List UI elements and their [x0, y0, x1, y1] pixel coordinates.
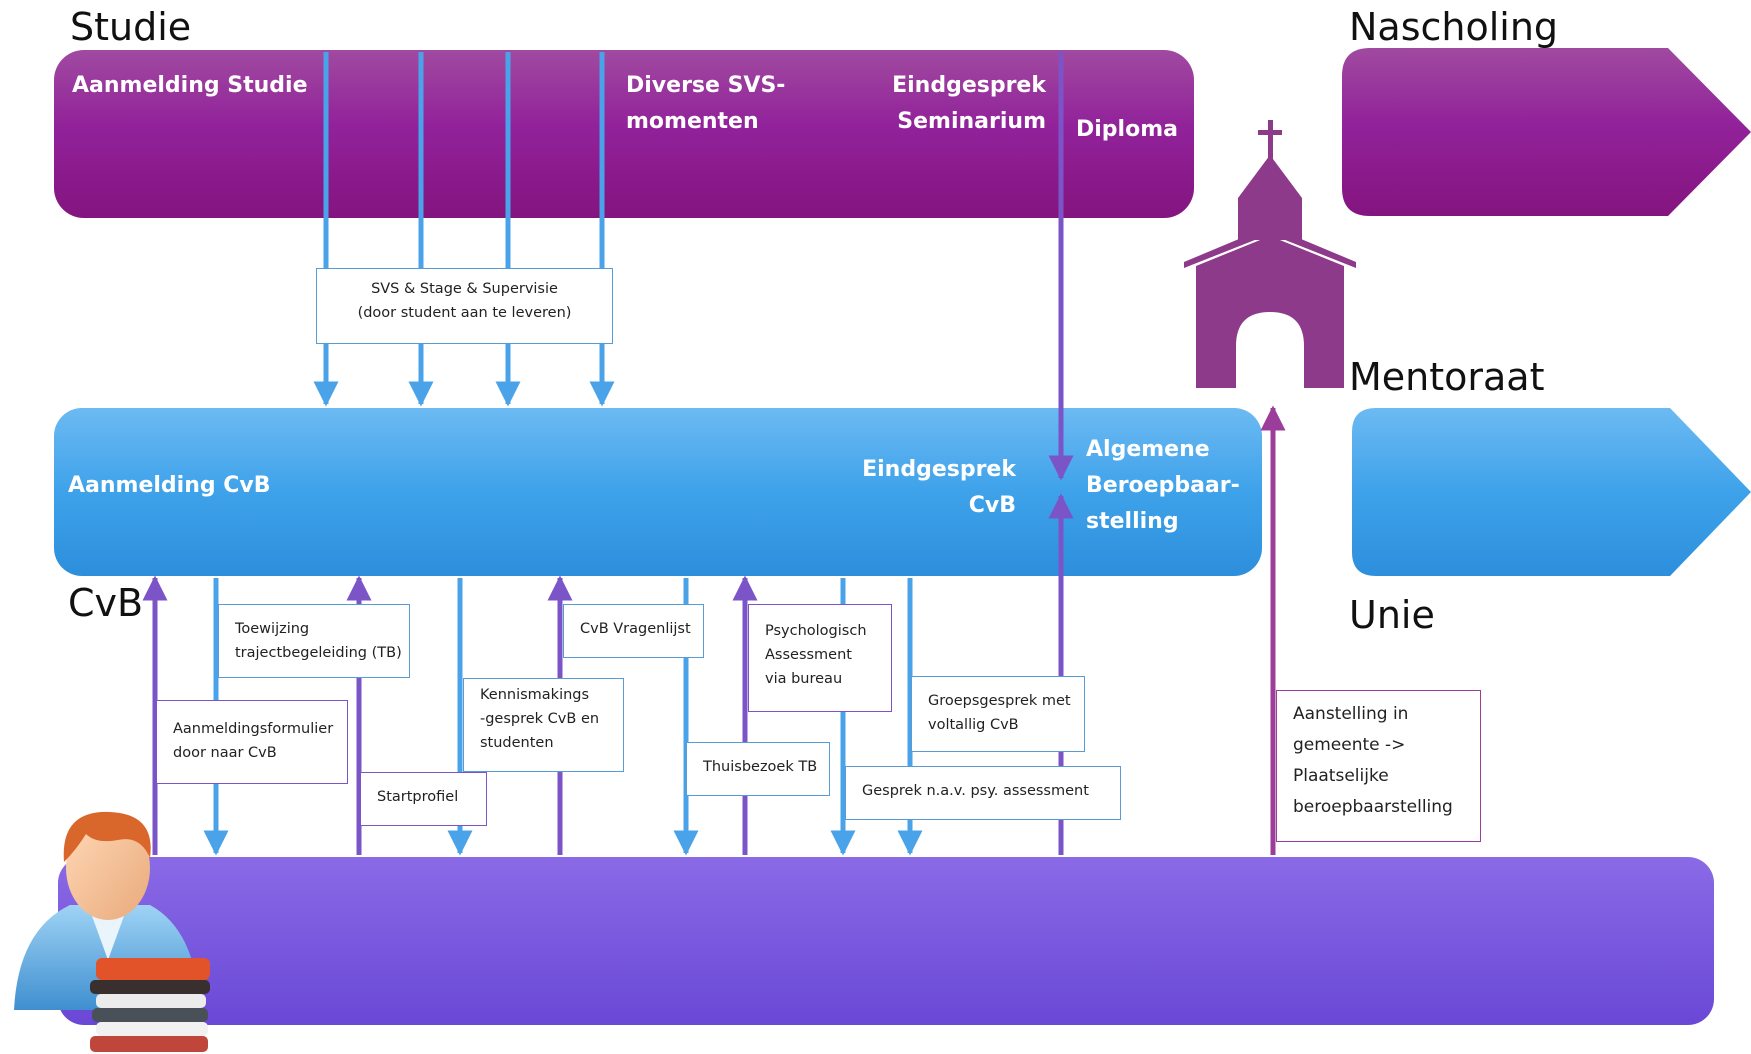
note-aanmeldingsformulier: Aanmeldingsformulier door naar CvB	[156, 700, 348, 784]
note-psych-line3: via bureau	[765, 671, 843, 687]
note-aanmeldingsformulier-line2: door naar CvB	[173, 745, 277, 761]
note-groepsgesprek: Groepsgesprek met voltallig CvB	[911, 676, 1085, 752]
algemene-line2: Beroepbaar-	[1086, 473, 1240, 498]
note-svs-line2: (door student aan te leveren)	[357, 305, 572, 321]
algemene-line1: Algemene	[1086, 437, 1210, 462]
note-aanstelling-line2: gemeente ->	[1293, 735, 1406, 755]
note-svs-line1: SVS & Stage & Supervisie	[371, 281, 558, 297]
note-kennismaking-line1: Kennismakings	[480, 687, 590, 703]
section-title-mentoraat: Mentoraat	[1349, 355, 1545, 399]
note-aanstelling-line3: Plaatselijke	[1293, 766, 1389, 786]
studie-band	[54, 50, 1194, 218]
note-kennismakingsgesprek: Kennismakings -gesprek CvB en studenten	[463, 678, 624, 772]
eindgesprek-seminarium-line1: Eindgesprek	[892, 73, 1046, 98]
section-title-cvb: CvB	[68, 581, 144, 625]
diploma-label: Diploma	[1076, 117, 1178, 142]
eindgesprek-cvb-line2: CvB	[968, 493, 1016, 518]
note-toewijzing-line2: trajectbegeleiding (TB)	[235, 645, 402, 661]
section-title-unie: Unie	[1349, 593, 1435, 637]
note-aanstelling-line1: Aanstelling in	[1293, 704, 1409, 724]
algemene-beroepbaarstelling-label: Algemene Beroepbaar- stelling	[1086, 432, 1240, 540]
note-psych-line2: Assessment	[765, 647, 852, 663]
note-thuisbezoek-text: Thuisbezoek TB	[703, 759, 818, 775]
student-band	[58, 857, 1714, 1025]
note-psychologisch-assessment: Psychologisch Assessment via bureau	[748, 604, 892, 712]
svs-arrows	[313, 52, 615, 407]
note-toewijzing: Toewijzing trajectbegeleiding (TB)	[218, 604, 410, 678]
note-kennismaking-line3: studenten	[480, 735, 554, 751]
note-toewijzing-line1: Toewijzing	[235, 621, 310, 637]
student-with-books-icon	[14, 811, 210, 1052]
eindgesprek-cvb-line1: Eindgesprek	[862, 457, 1016, 482]
section-title-nascholing: Nascholing	[1349, 5, 1559, 49]
note-aanstelling-line4: beroepbaarstelling	[1293, 797, 1453, 817]
mentoraat-arrow	[1352, 408, 1751, 576]
aanmelding-cvb-label: Aanmelding CvB	[68, 473, 271, 498]
note-startprofiel: Startprofiel	[360, 772, 487, 826]
note-groepsgesprek-line2: voltallig CvB	[928, 717, 1019, 733]
eindgesprek-seminarium-line2: Seminarium	[897, 109, 1046, 134]
note-thuisbezoek: Thuisbezoek TB	[686, 742, 830, 796]
section-title-studie: Studie	[70, 5, 192, 49]
note-aanmeldingsformulier-line1: Aanmeldingsformulier	[173, 721, 334, 737]
note-startprofiel-text: Startprofiel	[377, 789, 459, 805]
eindgesprek-seminarium-label: Eindgesprek Seminarium	[884, 68, 1046, 140]
note-gesprek-psy-text: Gesprek n.a.v. psy. assessment	[862, 783, 1089, 799]
church-icon	[1184, 120, 1356, 388]
note-svs-stage-supervisie: SVS & Stage & Supervisie (door student a…	[316, 268, 613, 344]
note-psych-line1: Psychologisch	[765, 623, 867, 639]
cvb-band	[54, 408, 1262, 576]
note-cvb-vragenlijst: CvB Vragenlijst	[563, 604, 704, 658]
note-groepsgesprek-line1: Groepsgesprek met	[928, 693, 1071, 709]
note-aanstelling: Aanstelling in gemeente -> Plaatselijke …	[1276, 690, 1481, 842]
diverse-svs-line2: momenten	[626, 109, 759, 134]
note-vragenlijst-text: CvB Vragenlijst	[580, 621, 691, 637]
algemene-line3: stelling	[1086, 509, 1179, 534]
diverse-svs-line1: Diverse SVS-	[626, 73, 786, 98]
note-kennismaking-line2: -gesprek CvB en	[480, 711, 600, 727]
aanmelding-studie-label: Aanmelding Studie	[72, 73, 308, 98]
eindgesprek-cvb-label: Eindgesprek CvB	[856, 452, 1016, 524]
diverse-svs-label: Diverse SVS- momenten	[626, 68, 785, 140]
note-gesprek-psy-assessment: Gesprek n.a.v. psy. assessment	[845, 766, 1121, 820]
nascholing-arrow	[1342, 48, 1751, 216]
